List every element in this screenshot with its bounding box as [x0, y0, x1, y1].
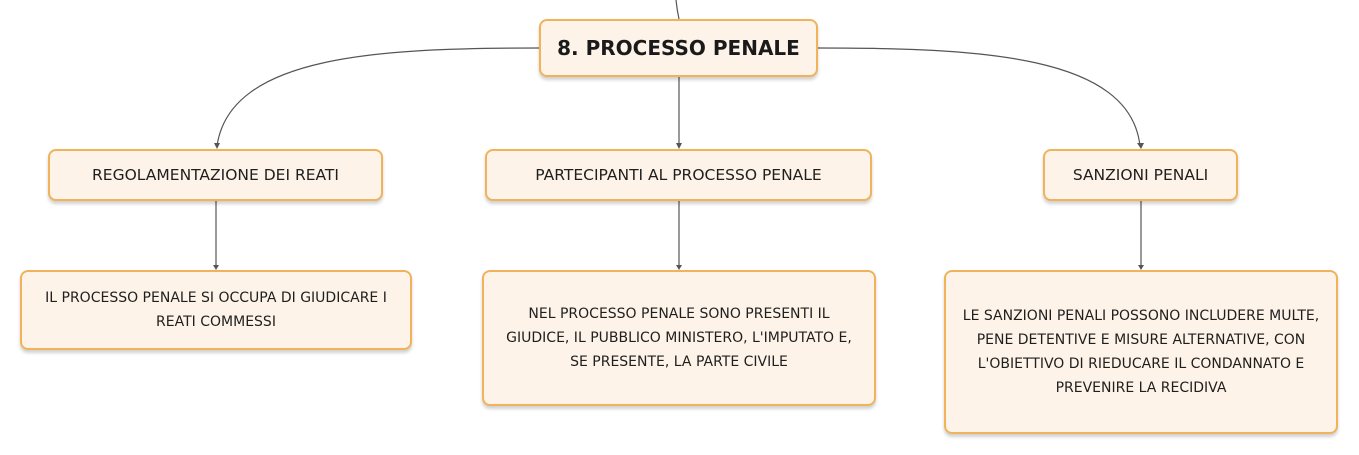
arrowhead-leaf-2 — [676, 265, 682, 270]
connector-parent-root — [675, 0, 680, 20]
leaf-node-text: NEL PROCESSO PENALE SONO PRESENTI IL GIU… — [506, 306, 852, 370]
arrowhead-branch-1 — [214, 143, 220, 149]
branch-node-label: REGOLAMENTAZIONE DEI REATI — [92, 166, 339, 184]
branch-node-partecipanti[interactable]: PARTECIPANTI AL PROCESSO PENALE — [485, 149, 872, 201]
branch-node-label: SANZIONI PENALI — [1072, 166, 1209, 184]
connector-root-branch-3 — [817, 47, 1141, 147]
connector-root-branch-1 — [216, 47, 540, 147]
root-node[interactable]: 8. PROCESSO PENALE — [539, 19, 818, 77]
arrowhead-leaf-3 — [1138, 265, 1144, 270]
arrowhead-branch-3 — [1137, 143, 1144, 149]
leaf-node-regolamentazione[interactable]: IL PROCESSO PENALE SI OCCUPA DI GIUDICAR… — [20, 270, 412, 350]
arrowhead-branch-2 — [676, 143, 682, 149]
leaf-node-partecipanti[interactable]: NEL PROCESSO PENALE SONO PRESENTI IL GIU… — [482, 270, 876, 406]
arrowhead-leaf-1 — [213, 265, 219, 270]
branch-node-sanzioni[interactable]: SANZIONI PENALI — [1043, 149, 1238, 201]
root-node-label: 8. PROCESSO PENALE — [557, 36, 800, 60]
branch-node-regolamentazione[interactable]: REGOLAMENTAZIONE DEI REATI — [48, 149, 383, 201]
leaf-node-text: LE SANZIONI PENALI POSSONO INCLUDERE MUL… — [962, 308, 1320, 396]
branch-node-label: PARTECIPANTI AL PROCESSO PENALE — [535, 166, 822, 184]
leaf-node-text: IL PROCESSO PENALE SI OCCUPA DI GIUDICAR… — [45, 290, 387, 330]
leaf-node-sanzioni[interactable]: LE SANZIONI PENALI POSSONO INCLUDERE MUL… — [944, 270, 1338, 434]
